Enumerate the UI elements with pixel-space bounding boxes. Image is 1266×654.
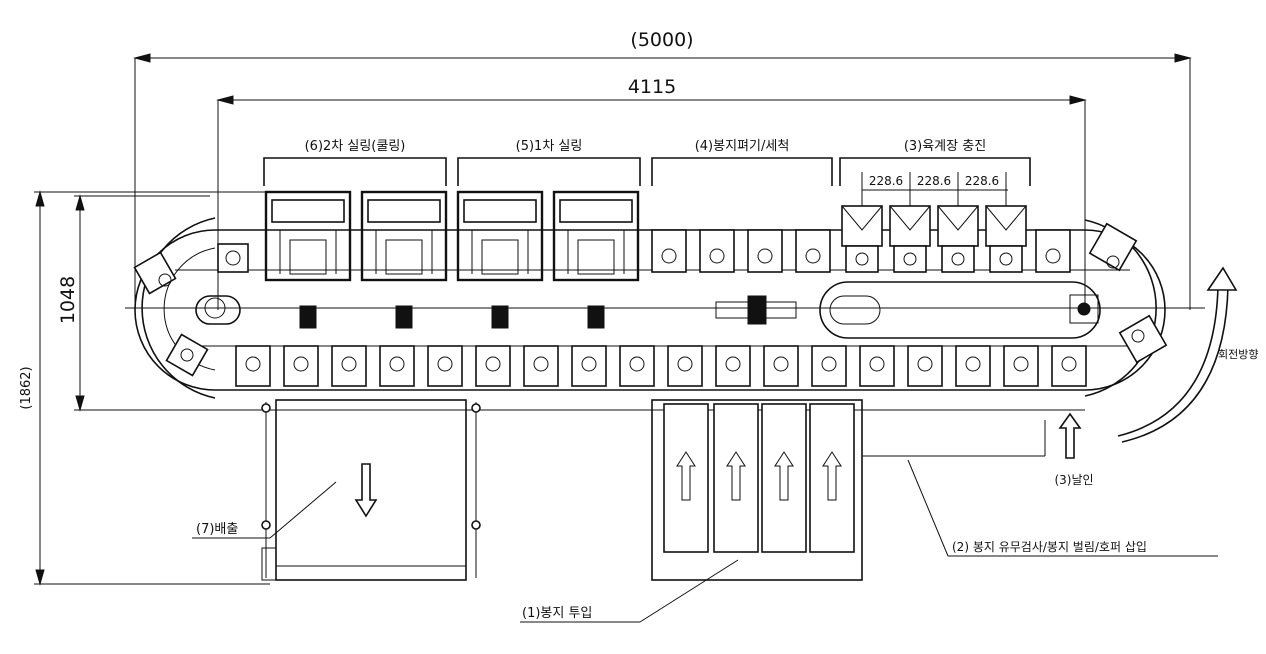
sealing-unit-4 (552, 190, 640, 329)
discharge-down-arrow-icon (354, 463, 378, 518)
left-turntable (133, 217, 226, 399)
dim-pitch-spacing: 228.6 228.6 228.6 (861, 172, 1008, 208)
callout-c2-group: (2) 봉지 유무검사/봉지 벌림/호퍼 삽입 (907, 459, 1218, 557)
pitch-label-2: 228.6 (917, 174, 951, 188)
station-label-s6: (6)2차 실링(쿨링) (305, 139, 406, 154)
station-label-s3: (3)육계장 충진 (904, 139, 986, 154)
station-label-s5: (5)1차 실링 (516, 139, 583, 154)
top-bucket-row (217, 205, 1071, 273)
station-bracket-s5: (5)1차 실링 (457, 139, 641, 186)
callout-c1: (1)봉지 투입 (522, 606, 592, 621)
dim-overall-width-label: (1862) (19, 366, 34, 409)
pitch-label-1: 228.6 (869, 174, 903, 188)
callout-c7-group: (7)배출 (192, 481, 337, 539)
rotation-label: 회전방향 (1218, 348, 1258, 361)
sealing-unit-2 (360, 190, 448, 329)
callout-c2: (2) 봉지 유무검사/봉지 벌림/호퍼 삽입 (952, 540, 1147, 554)
bottom-bucket-row (235, 345, 1087, 387)
right-turntable (1069, 219, 1168, 397)
discharge-conveyor (261, 399, 481, 581)
callout-c7: (7)배출 (196, 522, 238, 537)
dim-overall-width: (1862) (19, 190, 270, 586)
station-bracket-s3: (3)육계장 충진 (839, 139, 1031, 186)
dim-pitch-length: 4115 (216, 76, 1087, 310)
rotation-arrowhead-icon (1206, 266, 1238, 291)
magazine-up-arrow-icon-2 (726, 451, 746, 501)
sealing-units (264, 190, 797, 329)
pitch-label-3: 228.6 (965, 174, 999, 188)
magazine-up-arrow-icon-3 (774, 451, 794, 501)
magazine-up-arrow-icon-4 (822, 451, 842, 501)
bag-magazine (651, 399, 1046, 581)
rotation-direction: 회전방향 (1117, 266, 1258, 443)
callout-c3: (3)날인 (1054, 473, 1093, 487)
sealing-unit-1 (264, 190, 352, 329)
dim-track-width: 1048 (57, 194, 280, 412)
dim-track-width-label: 1048 (57, 276, 79, 324)
printing-up-arrow-icon (1058, 412, 1082, 459)
dim-overall-length-label: (5000) (630, 29, 693, 51)
sealing-unit-3 (456, 190, 544, 329)
callout-c1-group: (1)봉지 투입 (520, 559, 739, 623)
station-bracket-s6: (6)2차 실링(쿨링) (263, 139, 447, 186)
station-bracket-s4: (4)봉지펴기/세척 (651, 139, 833, 186)
dim-pitch-length-label: 4115 (628, 76, 676, 98)
rotation-arrow-icon (1117, 285, 1219, 437)
station-label-s4: (4)봉지펴기/세척 (695, 139, 790, 154)
printing-station-marker: (3)날인 (1054, 412, 1094, 487)
dim-overall-length: (5000) (133, 29, 1192, 310)
magazine-up-arrow-icon-1 (676, 451, 696, 501)
